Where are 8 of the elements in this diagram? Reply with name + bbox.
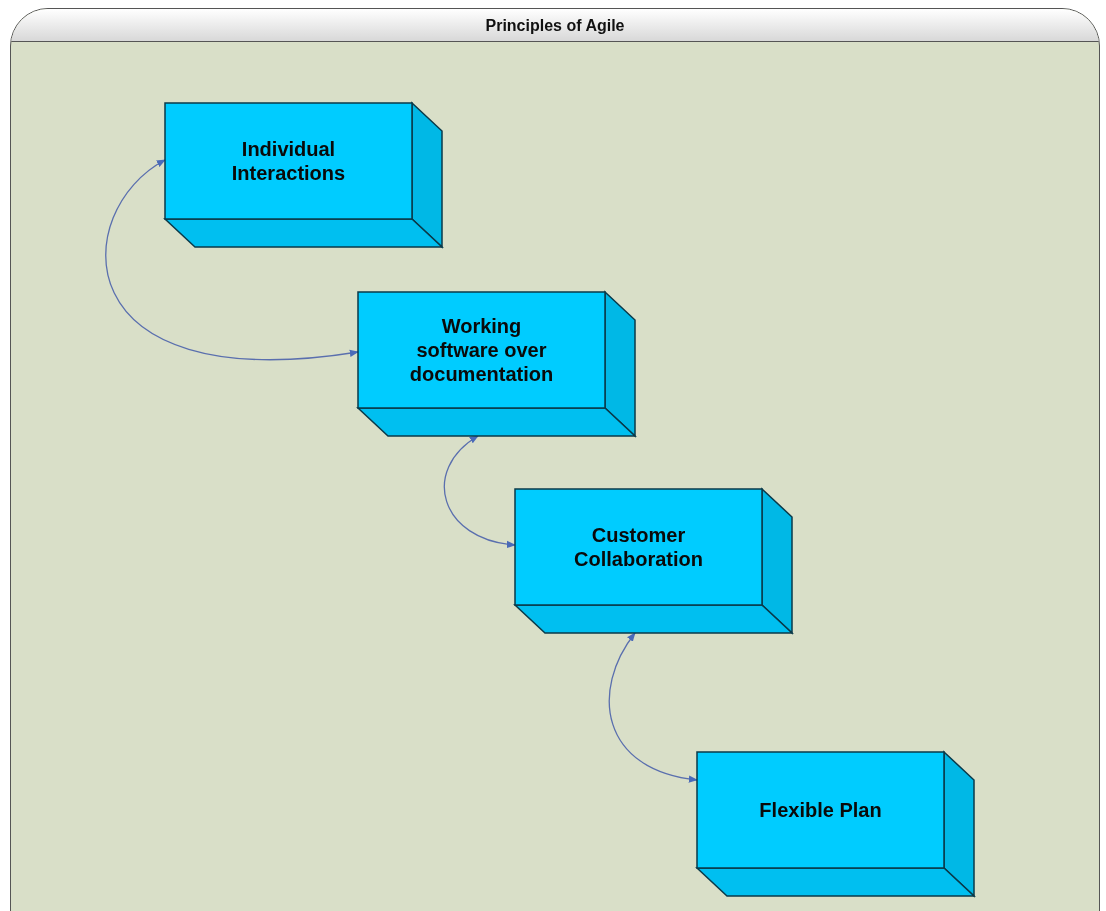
diagram-title: Principles of Agile — [485, 17, 625, 35]
curved-arrow — [608, 632, 698, 783]
box-label: Flexible Plan — [759, 798, 882, 822]
box-label: Working software over documentation — [408, 314, 555, 386]
curved-arrow — [443, 435, 516, 548]
curved-arrow — [105, 159, 359, 360]
box-label: Customer Collaboration — [573, 523, 704, 571]
box-label: Individual Interactions — [230, 137, 347, 185]
